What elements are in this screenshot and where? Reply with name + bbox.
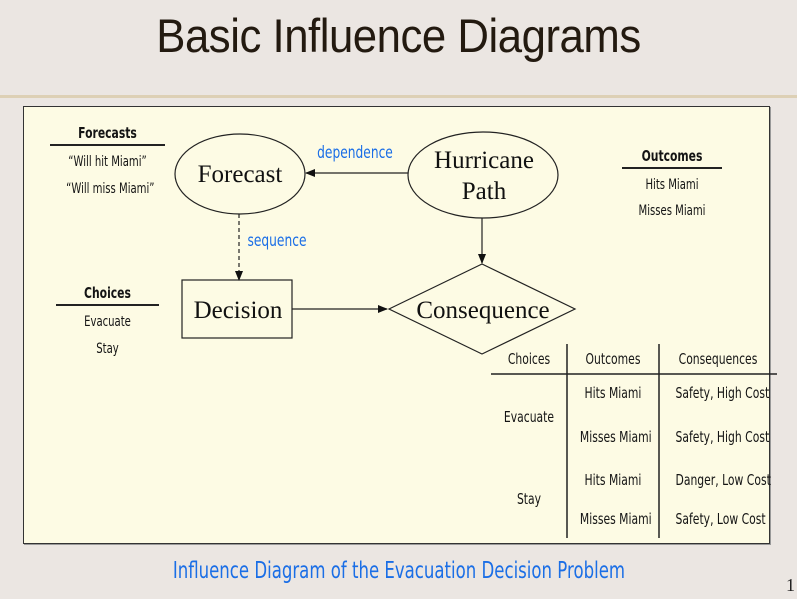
outcomes-legend-item: Misses Miami: [638, 203, 706, 219]
table-outcome-cell: Hits Miami: [584, 384, 642, 402]
table-header: Choices: [507, 350, 551, 368]
dependence-label: dependence: [317, 143, 393, 163]
table-consequence-cell: Safety, High Cost: [675, 384, 770, 402]
forecasts-legend: Forecasts “Will hit Miami” “Will miss Mi…: [50, 124, 165, 203]
forecasts-legend-item: “Will hit Miami”: [68, 154, 147, 170]
table-consequence-cell: Safety, High Cost: [675, 428, 770, 446]
consequence-node-label: Consequence: [416, 297, 549, 324]
title-divider: [0, 95, 797, 98]
hurricane-path-label-line2: Path: [462, 178, 507, 205]
page-number: 1: [786, 575, 795, 595]
forecast-node-label: Forecast: [198, 161, 283, 188]
slide-title: Basic Influence Diagrams: [156, 9, 641, 62]
outcomes-legend-item: Hits Miami: [645, 177, 699, 193]
forecasts-legend-heading: Forecasts: [78, 124, 137, 142]
table-choice-cell: Evacuate: [503, 408, 555, 426]
table-consequence-cell: Safety, Low Cost: [675, 510, 766, 528]
legend-rule: [622, 167, 722, 169]
sequence-label: sequence: [247, 231, 307, 251]
outcomes-legend-heading: Outcomes: [641, 147, 703, 165]
hurricane-path-node: [407, 131, 559, 219]
forecasts-legend-item: “Will miss Miami”: [66, 181, 155, 197]
table-outcome-cell: Misses Miami: [579, 510, 652, 528]
decision-node-label: Decision: [194, 297, 283, 324]
choices-legend-item: Evacuate: [84, 314, 131, 330]
table-header: Consequences: [678, 350, 758, 368]
table-choice-cell: Stay: [516, 490, 542, 508]
choices-legend: Choices Evacuate Stay: [56, 284, 159, 363]
choices-legend-item: Stay: [96, 341, 119, 357]
hurricane-path-label-line1: Hurricane: [434, 147, 534, 174]
consequence-node: [387, 263, 577, 355]
table-outcome-cell: Hits Miami: [584, 471, 642, 489]
slide-caption: Influence Diagram of the Evacuation Deci…: [172, 558, 626, 584]
legend-rule: [50, 144, 165, 146]
outcomes-legend: Outcomes Hits Miami Misses Miami: [622, 147, 722, 224]
table-consequence-cell: Danger, Low Cost: [675, 471, 771, 489]
legend-rule: [56, 304, 159, 306]
choices-legend-heading: Choices: [84, 284, 131, 302]
table-header: Outcomes: [585, 350, 641, 368]
diagram-panel: [23, 106, 770, 544]
table-outcome-cell: Misses Miami: [579, 428, 652, 446]
